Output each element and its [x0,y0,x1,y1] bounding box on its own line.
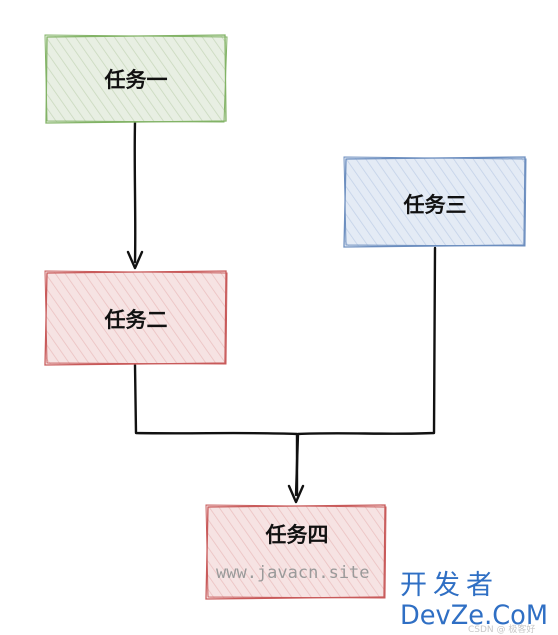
node-task2-label: 任务二 [104,308,168,332]
edge-task2-task4 [133,363,299,497]
node-task3-label: 任务三 [403,193,467,217]
brand-title: 开发者 [400,570,499,601]
node-task2: 任务二 [44,270,228,366]
brand-domain: DevZe.CoM [400,600,548,631]
node-task1: 任务一 [44,34,228,124]
arrowhead-task2 [126,250,144,270]
brand-caption: CSDN @ 极客好 [468,623,535,635]
node-task4: 任务四 [205,504,387,600]
arrowhead-task4 [287,484,305,504]
node-task4-label: 任务四 [265,523,329,547]
edges [126,120,437,504]
brand-watermark: 开发者 DevZe.CoM CSDN @ 极客好 [400,570,548,635]
edge-task1-task2 [133,120,137,264]
edge-task3-task4 [294,246,437,497]
watermark-site: www.javacn.site [216,563,370,583]
node-task1-label: 任务一 [104,68,168,92]
node-task3: 任务三 [343,156,527,248]
